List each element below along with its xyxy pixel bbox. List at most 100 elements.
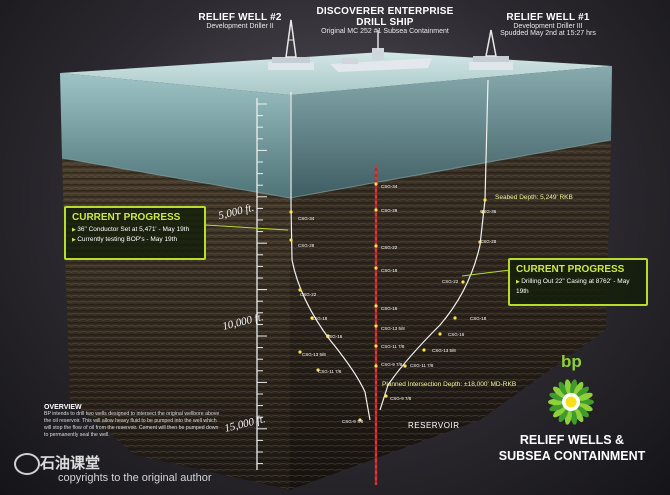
casing-marker [483,198,487,202]
current-progress-right: CURRENT PROGRESS Drilling Out 22" Casing… [508,258,648,306]
helios-ray [576,405,589,418]
casing-marker [298,288,302,292]
watermark-title: 石油课堂 [40,455,101,472]
casing-label: CSG-9 7/8 [381,362,403,367]
casing-label: CSG-16 [326,334,343,339]
helios-ray [576,386,589,399]
water-column-right [290,66,612,198]
water-column-left [60,73,290,198]
casing-label: CSG-18 [311,316,328,321]
casing-marker [374,344,378,348]
casing-label: CSG-16 [381,306,398,311]
drill-ship-title: DISCOVERER ENTERPRISE DRILL SHIP [316,6,454,28]
reservoir-label: RESERVOIR [408,421,460,430]
casing-marker [289,238,293,242]
relief-well-2-label: RELIEF WELL #2 Development Driller II [180,12,300,30]
casing-marker [374,208,378,212]
overview-text: BP intends to drill two wells designed t… [44,411,220,438]
casing-label: CSG-9 7/8 [390,396,412,401]
casing-marker [384,394,388,398]
watermark-copyright: copyrights to the original author [58,472,212,484]
casing-label: CSG-11 7/8 [318,369,342,374]
casing-label: CSG-13 5/8 [381,326,405,331]
casing-marker [374,182,378,186]
casing-label: CSG-9 7/8 [342,419,364,424]
bp-helios-logo [548,379,594,425]
casing-marker [374,244,378,248]
callout-left-connector [204,224,289,231]
drill-ship [330,30,432,72]
relief-well-2-title: RELIEF WELL #2 [198,12,282,23]
helios-ray [573,381,584,397]
casing-marker [481,210,485,214]
casing-label: CSG-34 [298,216,315,221]
casing-marker [478,240,482,244]
casing-marker [316,368,320,372]
brand-line-2: SUBSEA CONTAINMENT [498,449,646,463]
relief-well-2-rig: Development Driller II [206,23,274,30]
overview-heading: OVERVIEW [44,404,82,411]
relief-well-1-path [379,79,489,411]
drill-ship-label: DISCOVERER ENTERPRISE DRILL SHIP Origina… [300,6,470,35]
casing-marker [289,210,293,214]
casing-label: CSG-13 5/8 [432,348,456,353]
casing-label: CSG-28 [381,208,398,213]
callout-item: 36" Conductor Set at 5,471' - May 19th [72,225,198,235]
casing-label: CSG-11 7/8 [410,363,434,368]
casing-label: CSG-34 [381,184,398,189]
casing-marker [310,316,314,320]
casing-label: CSG-28 [298,243,315,248]
helios-ray [549,392,565,401]
callout-item: Drilling Out 22" Casing at 8762' - May 1… [516,277,640,297]
casing-marker [438,332,442,336]
casing-label: CSG-18 [470,316,487,321]
helios-ray [549,403,565,412]
callout-heading: CURRENT PROGRESS [72,212,181,223]
casing-marker [461,280,465,284]
planned-intersection-label: Planned Intersection Depth: ±18,000' MD-… [382,381,517,388]
helios-ray [577,392,593,401]
casing-label: CSG-22 [381,245,398,250]
callout-right-connector [461,269,511,277]
casing-marker [403,364,407,368]
brand-title: RELIEF WELLS & SUBSEA CONTAINMENT [497,432,647,464]
casing-label: CSG-22 [442,279,459,284]
bp-logo-text: bp [561,352,582,371]
casing-marker [374,364,378,368]
relief-well-1-label: RELIEF WELL #1 Development Driller III S… [488,12,608,37]
callout-item: Currently testing BOP's - May 19th [72,235,198,245]
casing-label: CSG-13 5/8 [302,352,326,357]
helios-ray [570,408,578,425]
casing-label: CSG-36 [480,209,497,214]
helios-ray [553,405,566,418]
wechat-icon [14,453,40,475]
helios-ray [558,381,569,397]
casing-marker [374,304,378,308]
casing-label: CSG-16 [448,332,465,337]
rig-relief-well-1 [469,29,513,70]
casing-marker [374,324,378,328]
seabed-depth-label: Seabed Depth: 5,249' RKB [495,194,573,201]
casing-marker [298,350,302,354]
casing-marker [422,348,426,352]
casing-label: CSG-11 7/8 [381,344,405,349]
callout-heading: CURRENT PROGRESS [516,264,625,275]
casing-marker [453,316,457,320]
casing-label: CSG-28 [480,239,497,244]
current-progress-left: CURRENT PROGRESS 36" Conductor Set at 5,… [64,206,206,260]
casing-marker [326,334,330,338]
relief-well-1-spud-date: Spudded May 2nd at 15:27 hrs [500,30,596,37]
helios-ray [573,407,584,423]
overview-block: OVERVIEW BP intends to drill two wells d… [44,404,220,439]
relief-well-1-title: RELIEF WELL #1 [506,12,590,23]
helios-ray [558,407,569,423]
helios-ray [577,403,593,412]
brand-line-1: RELIEF WELLS & [519,433,625,447]
casing-markers [289,182,487,422]
drill-ship-subtitle: Original MC 252 #1 Subsea Containment [321,28,449,35]
casing-label: CSG-22 [300,292,317,297]
casing-marker [358,418,362,422]
rig-relief-well-2 [268,19,314,70]
helios-ray [564,379,572,396]
helios-ray [553,386,566,399]
